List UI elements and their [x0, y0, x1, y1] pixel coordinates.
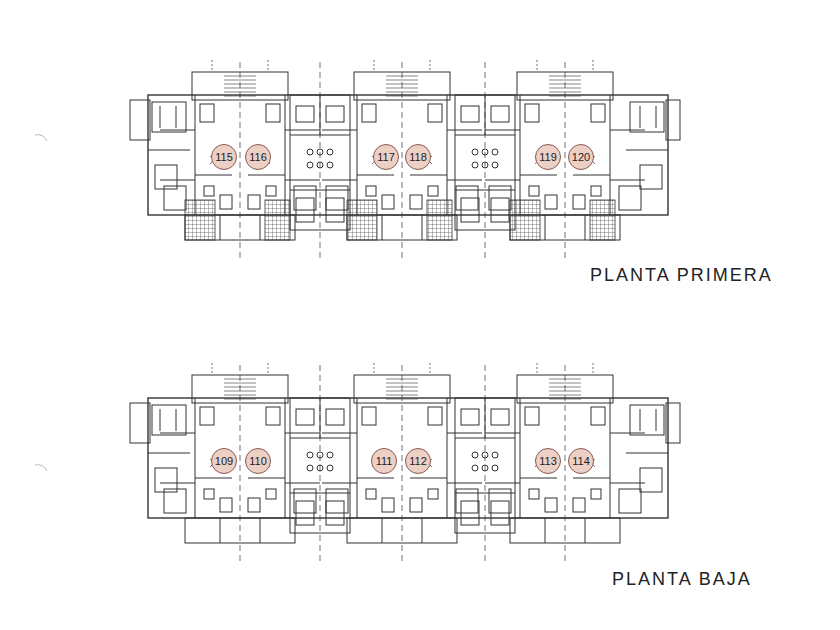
unit-number-circle: 115 — [211, 144, 237, 170]
unit-number-circle: 116 — [245, 144, 271, 170]
unit-number-circle: 118 — [405, 144, 431, 170]
binder-hole — [35, 135, 47, 471]
unit-number: 115 — [215, 152, 233, 163]
unit-number: 109 — [215, 456, 233, 467]
unit-number-circle: 110 — [245, 448, 271, 474]
unit-number: 112 — [409, 456, 427, 467]
unit-number: 117 — [377, 152, 395, 163]
unit-number-circle: 113 — [535, 448, 561, 474]
unit-number-circle: 112 — [405, 448, 431, 474]
unit-number-circle: 111 — [371, 448, 397, 474]
unit-number-circle: 117 — [373, 144, 399, 170]
unit-number: 114 — [572, 456, 590, 467]
unit-number-circle: 114 — [568, 448, 594, 474]
unit-number: 110 — [249, 456, 267, 467]
unit-number: 120 — [572, 152, 590, 163]
unit-number-circle: 120 — [568, 144, 594, 170]
unit-number: 111 — [376, 456, 393, 467]
unit-number: 119 — [539, 152, 557, 163]
unit-number: 113 — [539, 456, 557, 467]
unit-number: 116 — [249, 152, 267, 163]
unit-number: 118 — [409, 152, 427, 163]
upper-floor-plan — [130, 60, 680, 258]
floor-title: PLANTA BAJA — [612, 569, 752, 590]
unit-number-circle: 119 — [535, 144, 561, 170]
ground-floor-plan — [130, 363, 680, 561]
unit-number-circle: 109 — [211, 448, 237, 474]
floor-title: PLANTA PRIMERA — [590, 265, 773, 286]
terrace-hatching — [185, 200, 615, 240]
